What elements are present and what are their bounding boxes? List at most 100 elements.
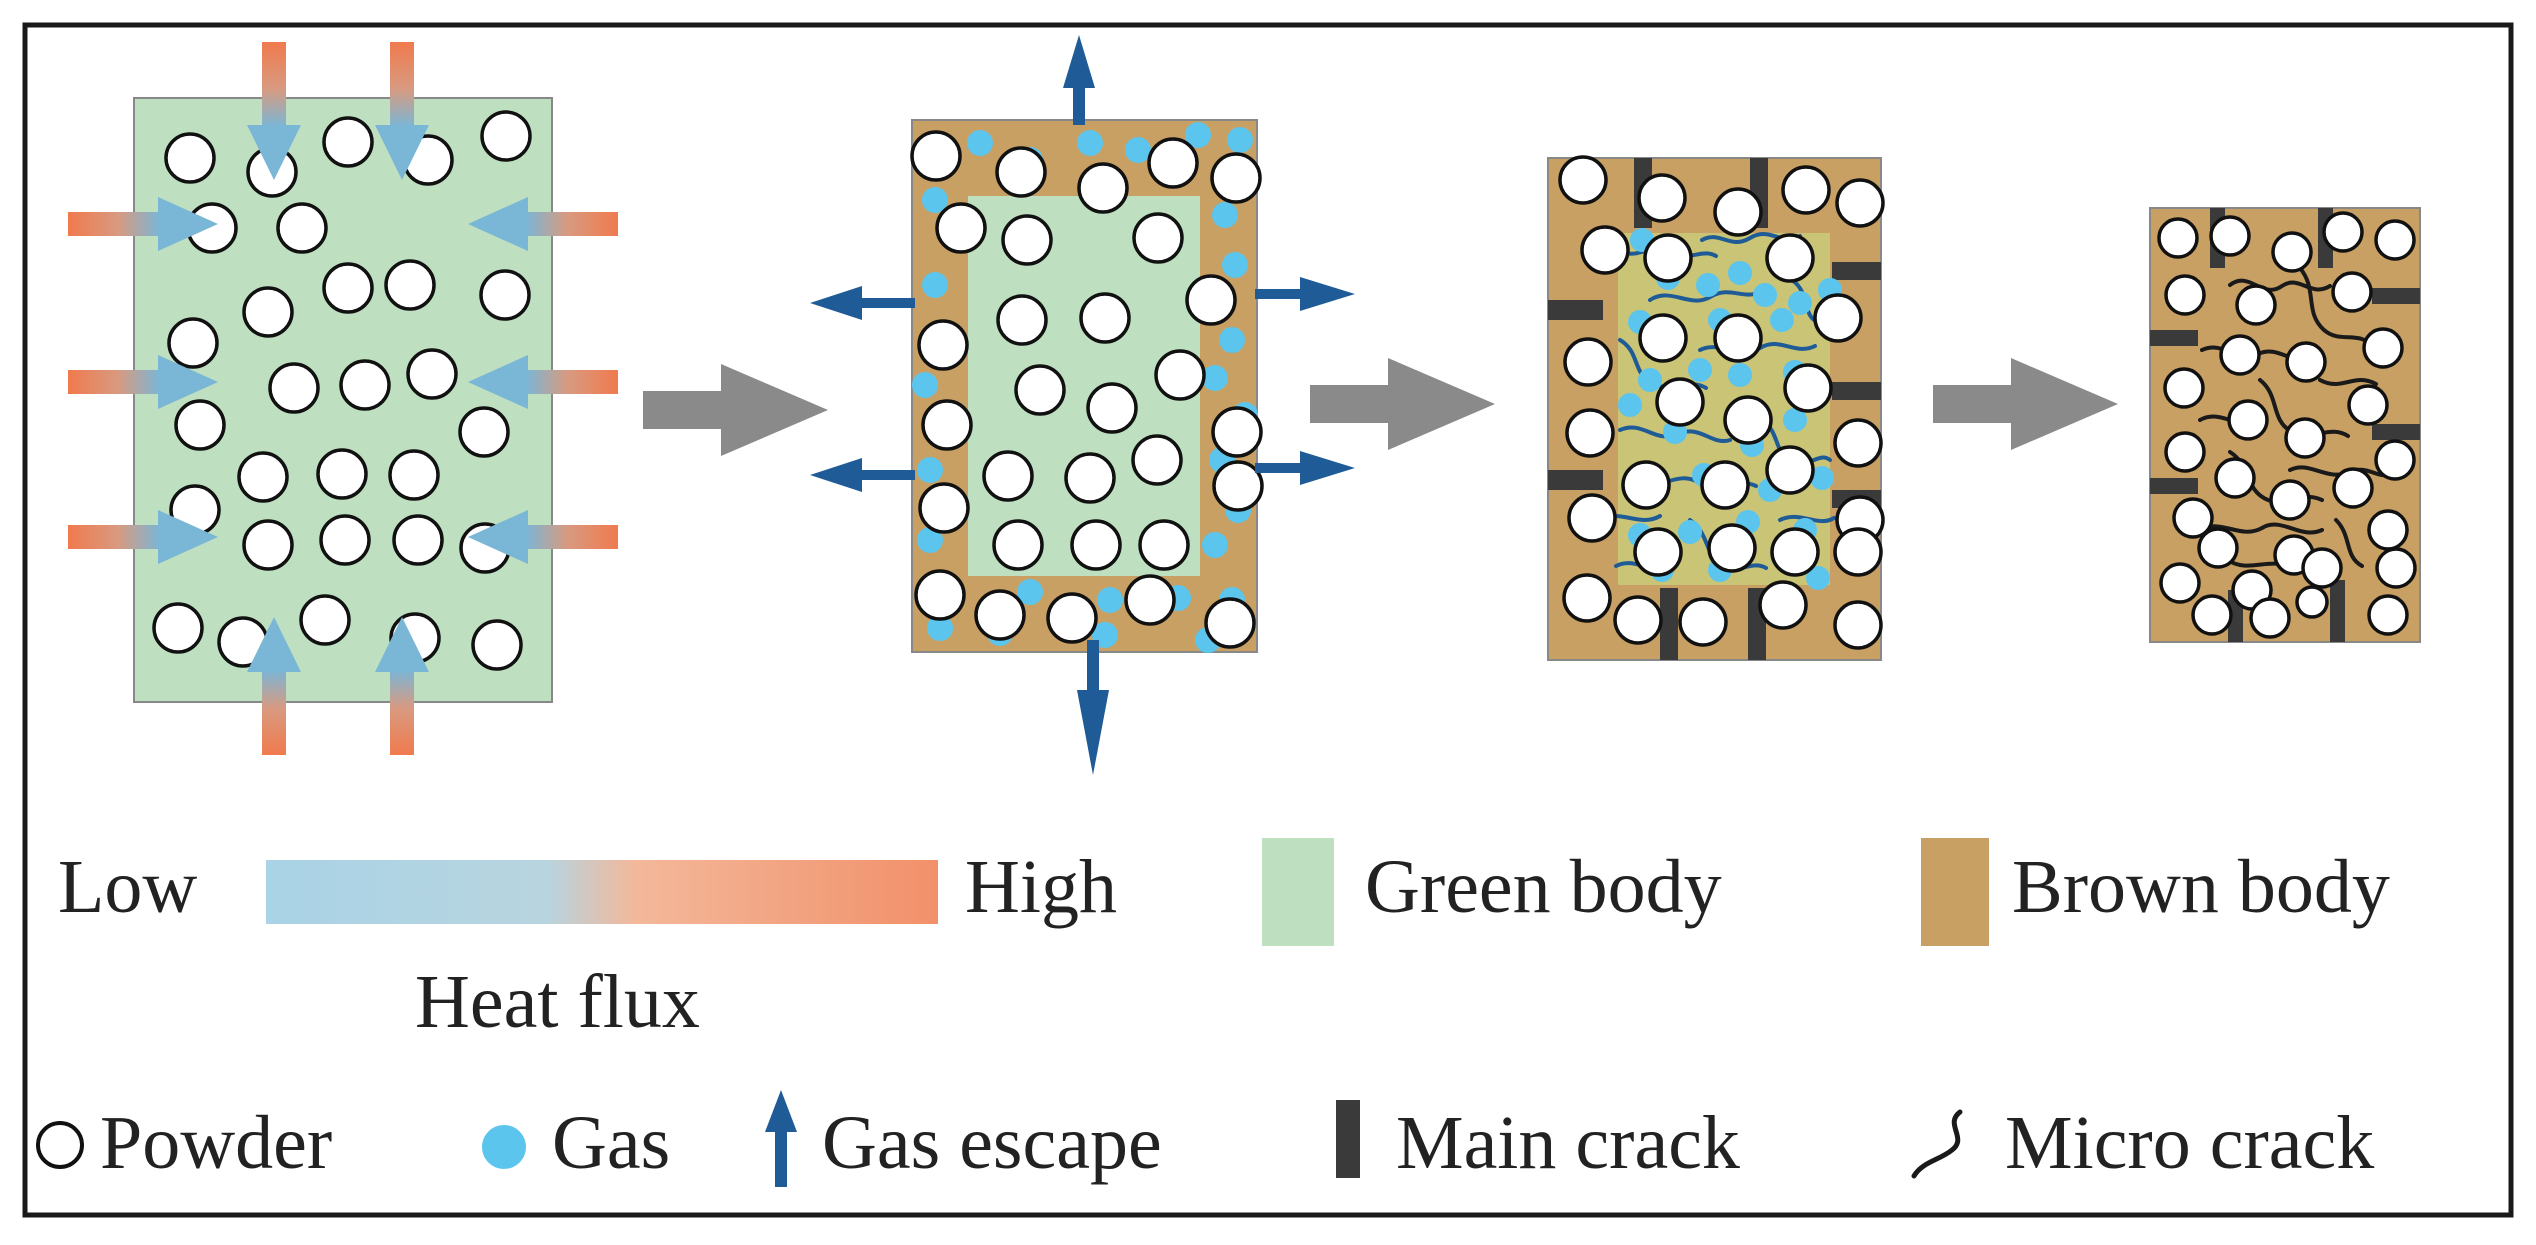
powder-particle — [174, 399, 226, 451]
powder-particle — [2227, 399, 2269, 441]
gas-bubble — [1638, 368, 1662, 392]
main-crack — [2150, 478, 2198, 494]
main-crack — [1660, 588, 1678, 660]
stage-1-green-body — [68, 42, 618, 755]
gas-bubble — [1227, 127, 1253, 153]
heat-flux-legend: Low High Heat flux — [58, 845, 1117, 1044]
main-crack — [2330, 580, 2345, 642]
powder-particle — [406, 348, 458, 400]
powder-particle — [322, 262, 374, 314]
powder-particle — [1765, 445, 1815, 495]
powder-particle — [299, 594, 351, 646]
stage-4-sintered-cracked-part — [2149, 207, 2421, 643]
powder-particle — [1138, 519, 1190, 571]
powder-particle — [1147, 137, 1199, 189]
powder-particle — [316, 448, 368, 500]
gas-bubble — [1097, 587, 1123, 613]
powder-icon — [36, 1121, 84, 1169]
green-body-swatch — [1262, 838, 1334, 946]
powder-particle — [917, 319, 969, 371]
gas-bubble — [1788, 291, 1812, 315]
powder-particle — [1633, 527, 1683, 577]
process-arrow-2 — [1310, 358, 1495, 450]
gas-bubble — [922, 187, 948, 213]
gas-bubble — [1017, 579, 1043, 605]
powder-particle — [1700, 460, 1750, 510]
powder-particle — [982, 450, 1034, 502]
powder-particle — [164, 132, 216, 184]
powder-particle — [152, 602, 204, 654]
powder-particle — [1713, 313, 1763, 363]
powder-particle — [2284, 417, 2326, 459]
powder-particle — [2164, 431, 2206, 473]
powder-particle — [1185, 274, 1237, 326]
heat-arrow-right-3 — [468, 510, 618, 564]
gas-escape-label: Gas escape — [822, 1101, 1162, 1185]
powder-particle — [1565, 408, 1615, 458]
gas-bubble — [1222, 252, 1248, 278]
powder-particle — [1613, 595, 1663, 645]
powder-particles — [2157, 211, 2417, 639]
gas-label: Gas — [552, 1101, 670, 1185]
powder-particle — [2214, 457, 2256, 499]
powder-particle — [322, 116, 374, 168]
powder-particle — [1580, 225, 1630, 275]
heat-arrow-left-3 — [68, 510, 218, 564]
powder-particle — [2367, 509, 2409, 551]
gas-bubble — [1202, 532, 1228, 558]
main-crack — [1548, 470, 1603, 490]
powder-particle — [1064, 452, 1116, 504]
heat-arrow-right-2 — [468, 355, 618, 409]
heat-arrow-bottom-2 — [375, 617, 429, 755]
powder-particle — [237, 451, 289, 503]
powder-particle — [1079, 292, 1131, 344]
micro-crack — [2298, 266, 2374, 348]
main-crack-label: Main crack — [1396, 1101, 1740, 1185]
micro-crack — [2334, 518, 2364, 568]
powder-particle — [458, 406, 510, 458]
brown-body-legend: Brown body — [1921, 838, 2390, 946]
powder-particle — [2191, 594, 2233, 636]
powder-particle — [1621, 460, 1671, 510]
powder-particle — [2269, 479, 2311, 521]
powder-particle — [935, 202, 987, 254]
powder-particle — [1086, 382, 1138, 434]
gas-escape-arrow-left-1 — [810, 286, 915, 320]
powder-particle — [2374, 439, 2416, 481]
main-crack — [1832, 262, 1881, 280]
powder-particle — [1707, 523, 1757, 573]
powder-particle — [2295, 585, 2329, 619]
powder-particle — [339, 359, 391, 411]
gas-escape-arrow-right-1 — [1255, 277, 1355, 311]
powder-particle — [2157, 217, 2199, 259]
powder-particle — [1212, 460, 1264, 512]
heat-flux-gradient-bar — [266, 860, 938, 924]
main-crack — [2372, 288, 2420, 304]
micro-crack-label: Micro crack — [2005, 1101, 2374, 1185]
heat-flux-label: Heat flux — [415, 960, 700, 1044]
powder-particle — [1001, 214, 1053, 266]
gas-escape-arrows — [810, 35, 1355, 775]
gas-bubble — [1678, 520, 1702, 544]
powder-particle — [2172, 497, 2214, 539]
gas-bubble — [1212, 202, 1238, 228]
powder-particle — [2164, 274, 2206, 316]
powder-particle — [242, 286, 294, 338]
gas-escape-arrow-left-2 — [810, 458, 915, 492]
symbol-legend: Powder Gas Gas escape Main crack Micro c… — [36, 1090, 2374, 1187]
gas-bubble — [927, 615, 953, 641]
powder-particle — [1833, 600, 1883, 650]
powder-particle — [1758, 580, 1808, 630]
gas-icon — [482, 1125, 526, 1169]
heat-arrow-bottom-1 — [247, 617, 301, 755]
powder-particle — [996, 294, 1048, 346]
powder-particle — [2301, 547, 2343, 589]
gas-bubble — [1077, 130, 1103, 156]
powder-particle — [2235, 284, 2277, 326]
powder-particle — [1131, 434, 1183, 486]
process-arrow-3 — [1933, 358, 2118, 450]
powder-particle — [167, 317, 219, 369]
powder-particle — [1770, 527, 1820, 577]
powder-particle — [2271, 231, 2313, 273]
